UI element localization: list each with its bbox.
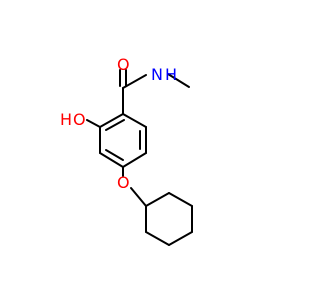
- molecule-drawing: O N H H O O: [60, 55, 193, 246]
- cyclohexyl-bond-1: [145, 192, 170, 207]
- cyclohexyl-bond-5: [145, 231, 170, 246]
- structure-canvas: O N H H O O: [60, 55, 193, 246]
- ether-oxygen-label: O: [117, 173, 130, 192]
- carbonyl-oxygen-label: O: [117, 55, 130, 74]
- hydroxyl-hydrogen-label: H: [60, 110, 72, 129]
- amide-nitrogen-label: N: [151, 65, 163, 84]
- ring-inner-double-1: [105, 119, 125, 131]
- ring-inner-double-2: [105, 149, 124, 161]
- cyclohexyl-bond-4: [168, 231, 193, 246]
- hydroxyl-oxygen-label: O: [73, 110, 86, 129]
- amide-hydrogen-label: H: [165, 65, 177, 84]
- bond-n-methyl: [167, 73, 190, 88]
- ring-bond-c4-c5: [122, 152, 147, 168]
- bond-ring-hydroxyl: [86, 119, 101, 128]
- bond-ether-o-cyclohexyl: [130, 187, 147, 207]
- ring-bond-c6-c1: [122, 113, 147, 128]
- cyclohexyl-bond-2: [168, 192, 193, 207]
- ring-bond-c1-c2: [99, 113, 124, 128]
- ring-bond-c3-c4: [99, 152, 124, 168]
